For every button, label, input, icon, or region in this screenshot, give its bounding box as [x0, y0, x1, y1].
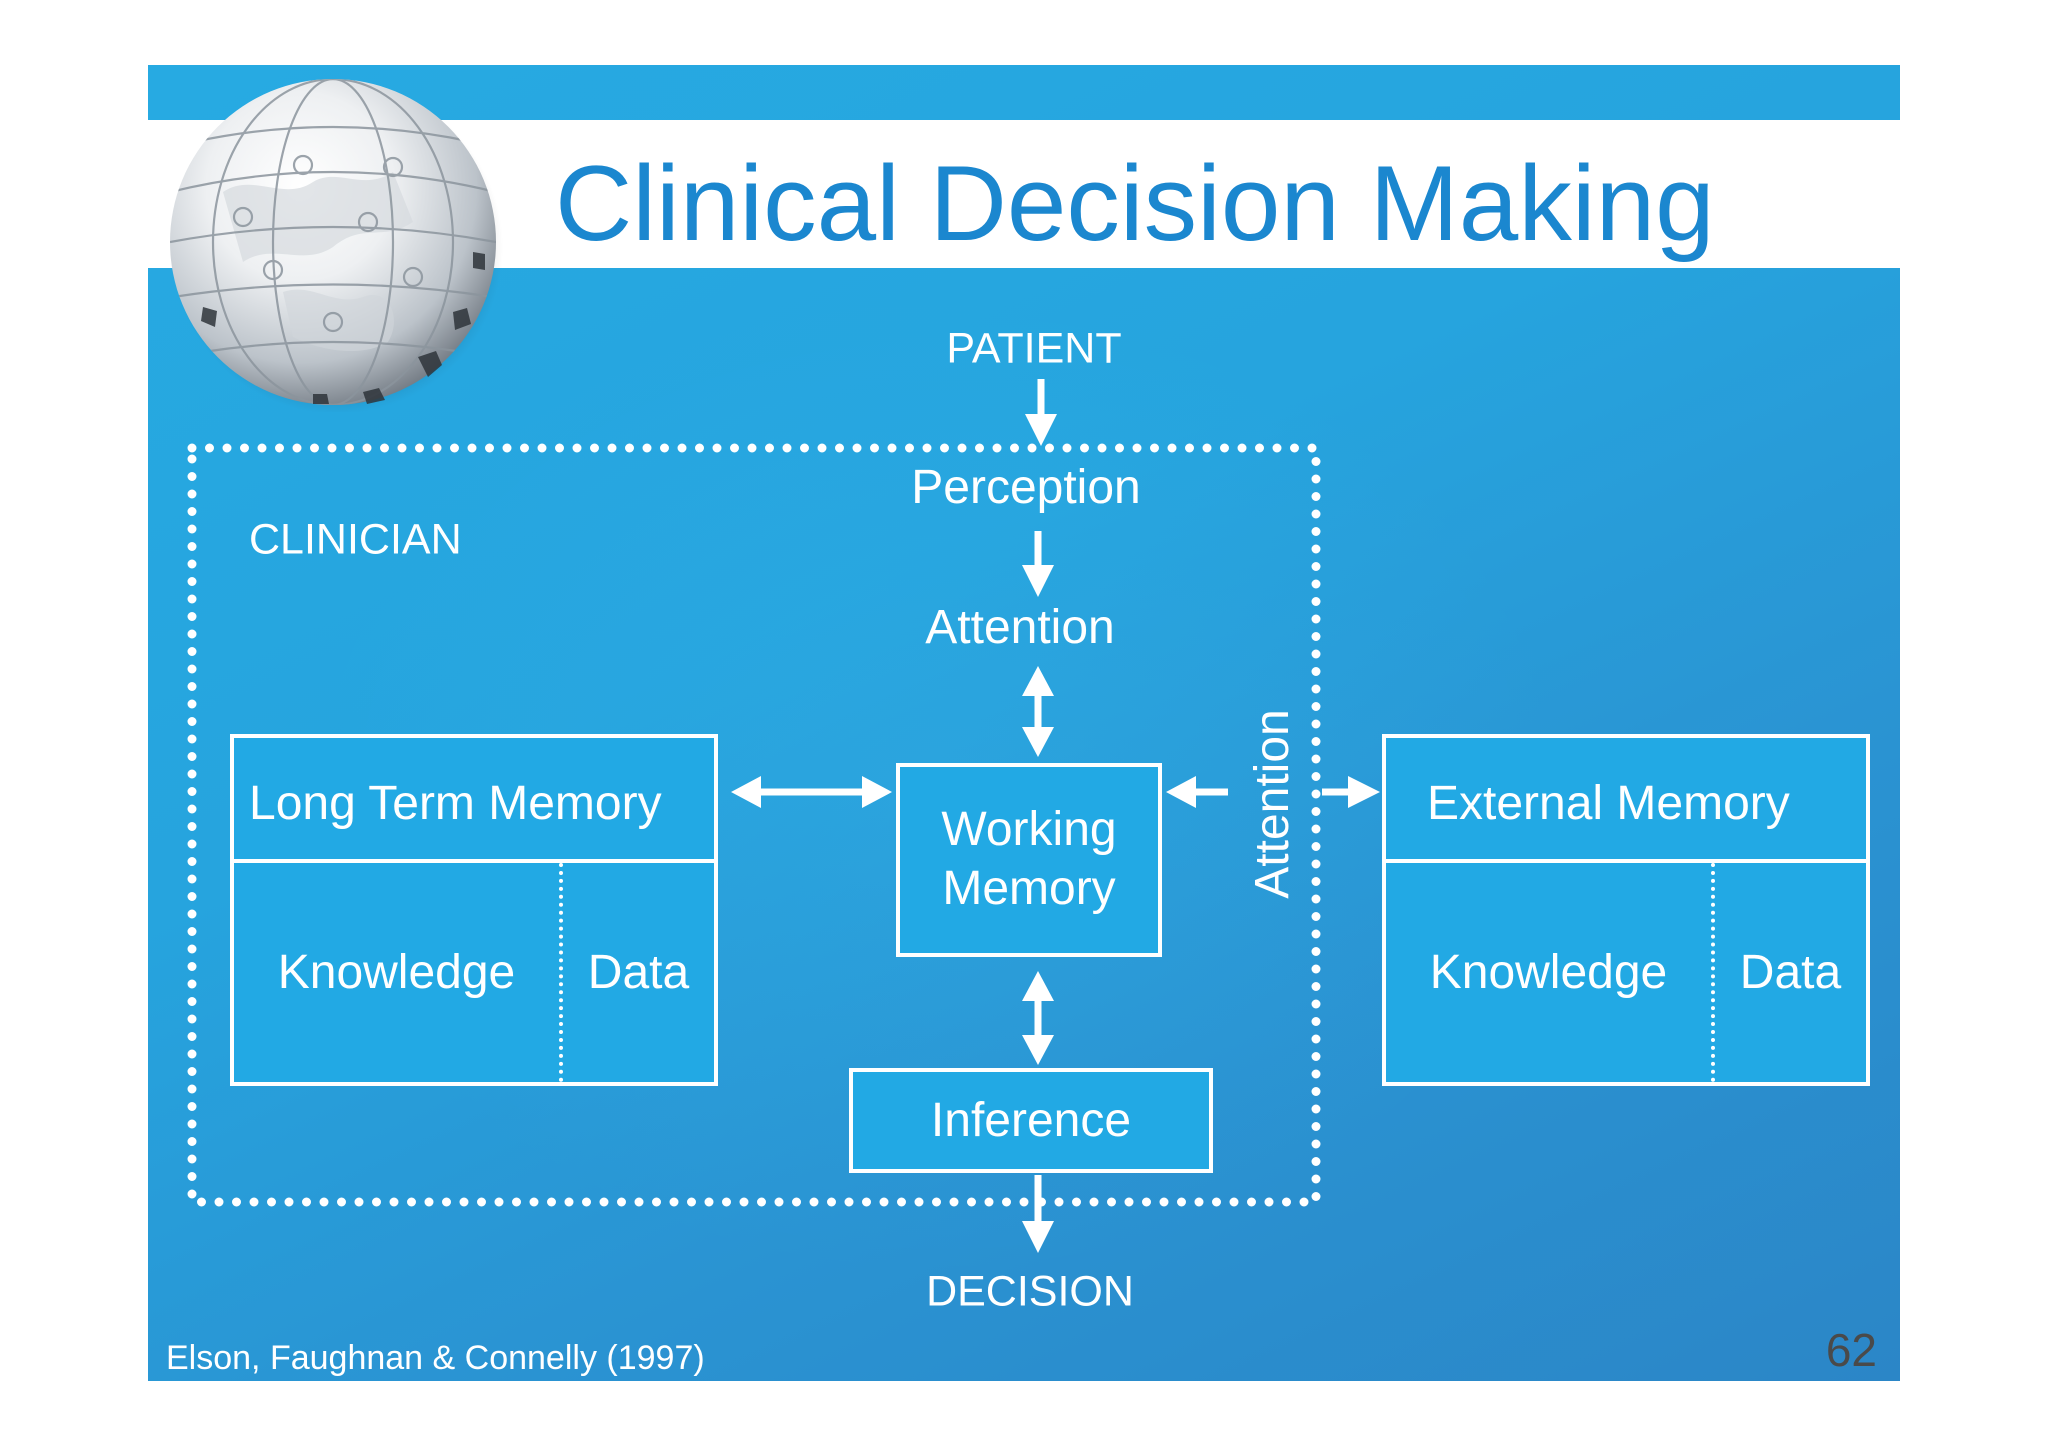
- long-term-knowledge-label: Knowledge: [277, 946, 516, 999]
- external-memory-header: External Memory: [1386, 738, 1866, 863]
- external-data-cell: Data: [1711, 863, 1866, 1082]
- long-term-knowledge-cell: Knowledge: [234, 863, 559, 1082]
- arrow-inference-to-decision: [1022, 1175, 1054, 1253]
- side-attention-label: Attention: [1246, 709, 1299, 899]
- slide-title: Clinical Decision Making: [555, 143, 1715, 263]
- perception-label: Perception: [911, 461, 1141, 514]
- long-term-memory-title: Long Term Memory: [249, 777, 662, 830]
- external-memory-title: External Memory: [1427, 777, 1790, 830]
- long-term-data-label: Data: [587, 946, 690, 999]
- puzzle-globe-icon: [170, 79, 503, 412]
- arrow-perception-to-attention: [1022, 531, 1054, 597]
- external-data-label: Data: [1739, 946, 1842, 999]
- page-number: 62: [1825, 1324, 1877, 1376]
- external-knowledge-label: Knowledge: [1429, 946, 1668, 999]
- clinician-boundary: [187, 443, 1321, 1207]
- external-memory-box: External Memory Knowledge Data: [1382, 734, 1870, 1086]
- arrow-long-term-working-memory: [731, 776, 892, 808]
- long-term-memory-box: Long Term Memory Knowledge Data: [230, 734, 718, 1086]
- inference-label: Inference: [930, 1094, 1132, 1147]
- patient-label: PATIENT: [946, 324, 1122, 373]
- external-knowledge-cell: Knowledge: [1386, 863, 1711, 1082]
- attention-label: Attention: [925, 601, 1115, 654]
- working-memory-label: Working Memory: [941, 803, 1117, 915]
- arrow-attention-into-working-memory: [1166, 776, 1228, 808]
- inference-box: Inference: [849, 1068, 1213, 1173]
- external-memory-body: Knowledge Data: [1386, 863, 1866, 1082]
- decision-label: DECISION: [926, 1267, 1134, 1316]
- arrow-patient-to-perception: [1025, 379, 1057, 446]
- arrow-working-memory-inference: [1022, 971, 1054, 1065]
- working-memory-box: Working Memory: [896, 763, 1162, 957]
- citation: Elson, Faughnan & Connelly (1997): [166, 1339, 705, 1377]
- long-term-memory-header: Long Term Memory: [234, 738, 714, 863]
- arrow-attention-working-memory: [1022, 666, 1054, 757]
- long-term-memory-body: Knowledge Data: [234, 863, 714, 1082]
- clinician-label: CLINICIAN: [249, 515, 462, 564]
- arrow-to-external-memory: [1322, 776, 1380, 808]
- long-term-data-cell: Data: [559, 863, 714, 1082]
